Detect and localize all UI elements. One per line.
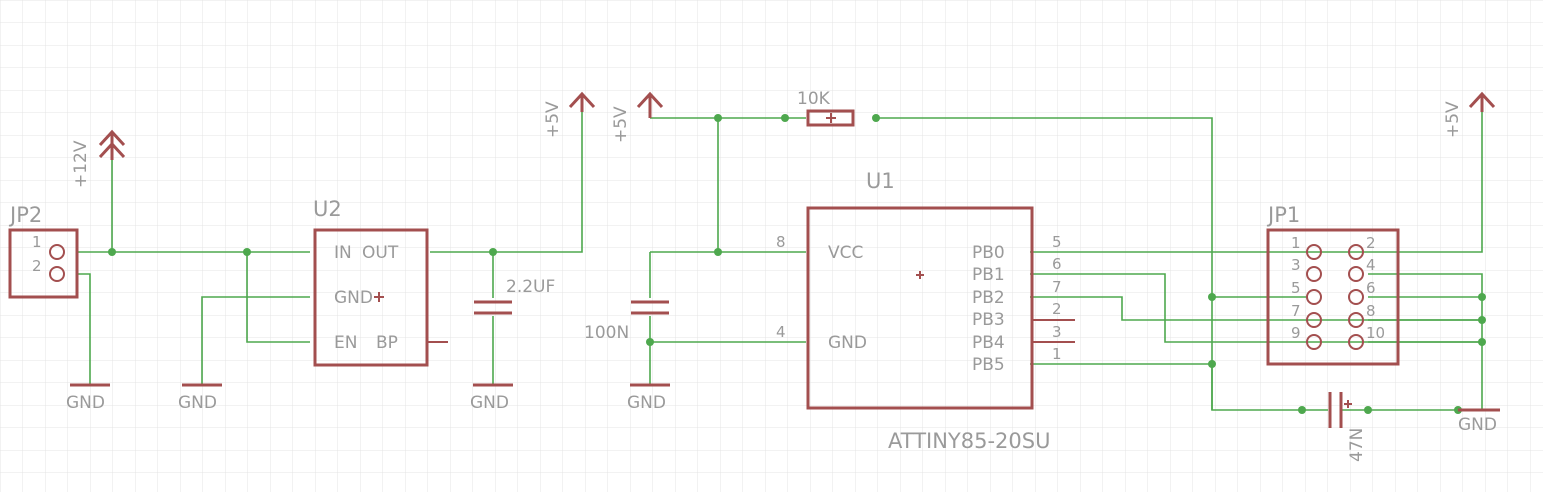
gnd-symbol-3: GND xyxy=(470,383,513,413)
u1-pinnum-pb5: 1 xyxy=(1052,345,1062,363)
resistor-10k-value: 10K xyxy=(797,89,831,109)
cap-100n-value: 100N xyxy=(584,323,629,343)
u1-pin-pb2: PB2 xyxy=(972,288,1005,308)
net-5v-reg xyxy=(430,112,583,385)
regulator-u2[interactable]: U2 IN OUT GND EN BP xyxy=(313,197,448,367)
gnd-3-label: GND xyxy=(470,393,509,413)
supply-12v-label: +12V xyxy=(71,140,91,188)
u2-pin-gnd: GND xyxy=(334,288,373,308)
u1-pin-pb1: PB1 xyxy=(972,265,1005,285)
u1-value: ATTINY85-20SU xyxy=(888,429,1050,453)
wires xyxy=(77,112,1483,411)
gnd-2-label: GND xyxy=(178,393,217,413)
u1-pinnum-pb3: 2 xyxy=(1052,300,1062,318)
jp1-pin-9: 9 xyxy=(1291,324,1301,342)
gnd-symbol-5: GND xyxy=(1458,408,1500,435)
supply-5v-b-label: +5V xyxy=(611,106,631,143)
u2-pin-out: OUT xyxy=(362,243,399,263)
net-u2-gnd xyxy=(201,296,310,385)
jp1-pin-4: 4 xyxy=(1366,256,1376,274)
net-jp2-gnd xyxy=(77,273,91,385)
jp2-pin-2: 2 xyxy=(32,257,42,275)
supply-5v-a-label: +5V xyxy=(543,101,563,138)
jp1-pin-6: 6 xyxy=(1366,279,1376,297)
net-pb2 xyxy=(1030,296,1482,321)
u1-pin-gnd: GND xyxy=(828,333,867,353)
junctions xyxy=(108,114,1486,414)
gnd-symbol-4: GND xyxy=(627,383,670,413)
gnd-symbol-1: GND xyxy=(66,383,110,413)
mcu-u1[interactable]: U1 VCC GND PB0 PB1 PB2 PB3 PB4 PB5 8 4 5… xyxy=(776,169,1075,453)
capacitor-2u2[interactable]: 2.2UF xyxy=(474,277,555,315)
supply-5v-c-label: +5V xyxy=(1443,101,1463,138)
capacitor-100n[interactable]: 100N xyxy=(584,300,669,343)
jp1-name: JP1 xyxy=(1266,203,1300,227)
jp1-pin-5: 5 xyxy=(1291,279,1301,297)
jp1-pin-1: 1 xyxy=(1291,234,1301,252)
net-5v-vcc xyxy=(649,117,1213,410)
u2-pin-in: IN xyxy=(334,243,352,263)
supply-12v: +12V xyxy=(71,129,126,188)
capacitor-47n[interactable]: 47N xyxy=(1328,392,1367,462)
jp1-pin-7: 7 xyxy=(1291,302,1301,320)
u1-pinnum-pb0: 5 xyxy=(1052,233,1062,251)
resistor-10k[interactable]: 10K xyxy=(797,89,855,127)
u2-name: U2 xyxy=(313,197,342,221)
net-jp1-even xyxy=(1368,296,1482,343)
u1-pin-pb5: PB5 xyxy=(972,355,1005,375)
connector-jp1[interactable]: JP1 1 2 3 4 5 6 7 8 9 10 xyxy=(1266,203,1400,366)
supply-5v-c: +5V xyxy=(1443,91,1496,138)
jp1-pin-3: 3 xyxy=(1291,256,1301,274)
gnd-1-label: GND xyxy=(66,393,105,413)
u1-pinnum-vcc: 8 xyxy=(776,233,786,251)
u1-pin-pb3: PB3 xyxy=(972,310,1005,330)
u2-pin-en: EN xyxy=(334,333,357,353)
net-pb1 xyxy=(1030,273,1482,343)
jp1-pin-8: 8 xyxy=(1366,302,1376,320)
u2-pin-bp: BP xyxy=(376,333,398,353)
gnd-5-label: GND xyxy=(1458,415,1497,435)
u1-pin-pb0: PB0 xyxy=(972,243,1005,263)
supply-5v-b: +5V xyxy=(611,91,664,143)
gnd-4-label: GND xyxy=(627,393,666,413)
jp1-pin-10: 10 xyxy=(1366,324,1385,342)
u1-name: U1 xyxy=(866,169,895,193)
jp1-pin-2: 2 xyxy=(1366,234,1376,252)
supply-5v-a: +5V xyxy=(543,91,596,138)
u1-pin-vcc: VCC xyxy=(828,243,863,263)
connector-jp2[interactable]: JP2 1 2 xyxy=(8,203,79,299)
u1-pinnum-gnd: 4 xyxy=(776,323,786,341)
cap-2u2-value: 2.2UF xyxy=(506,277,555,297)
cap-47n-value: 47N xyxy=(1347,428,1367,462)
gnd-symbol-2: GND xyxy=(178,383,222,413)
u1-pinnum-pb4: 3 xyxy=(1052,323,1062,341)
jp2-pin-1: 1 xyxy=(32,233,42,251)
jp2-name: JP2 xyxy=(8,203,42,227)
u1-pinnum-pb1: 6 xyxy=(1052,255,1062,273)
u1-pinnum-pb2: 7 xyxy=(1052,278,1062,296)
net-pb0 xyxy=(1030,112,1483,253)
u1-pin-pb4: PB4 xyxy=(972,333,1005,353)
